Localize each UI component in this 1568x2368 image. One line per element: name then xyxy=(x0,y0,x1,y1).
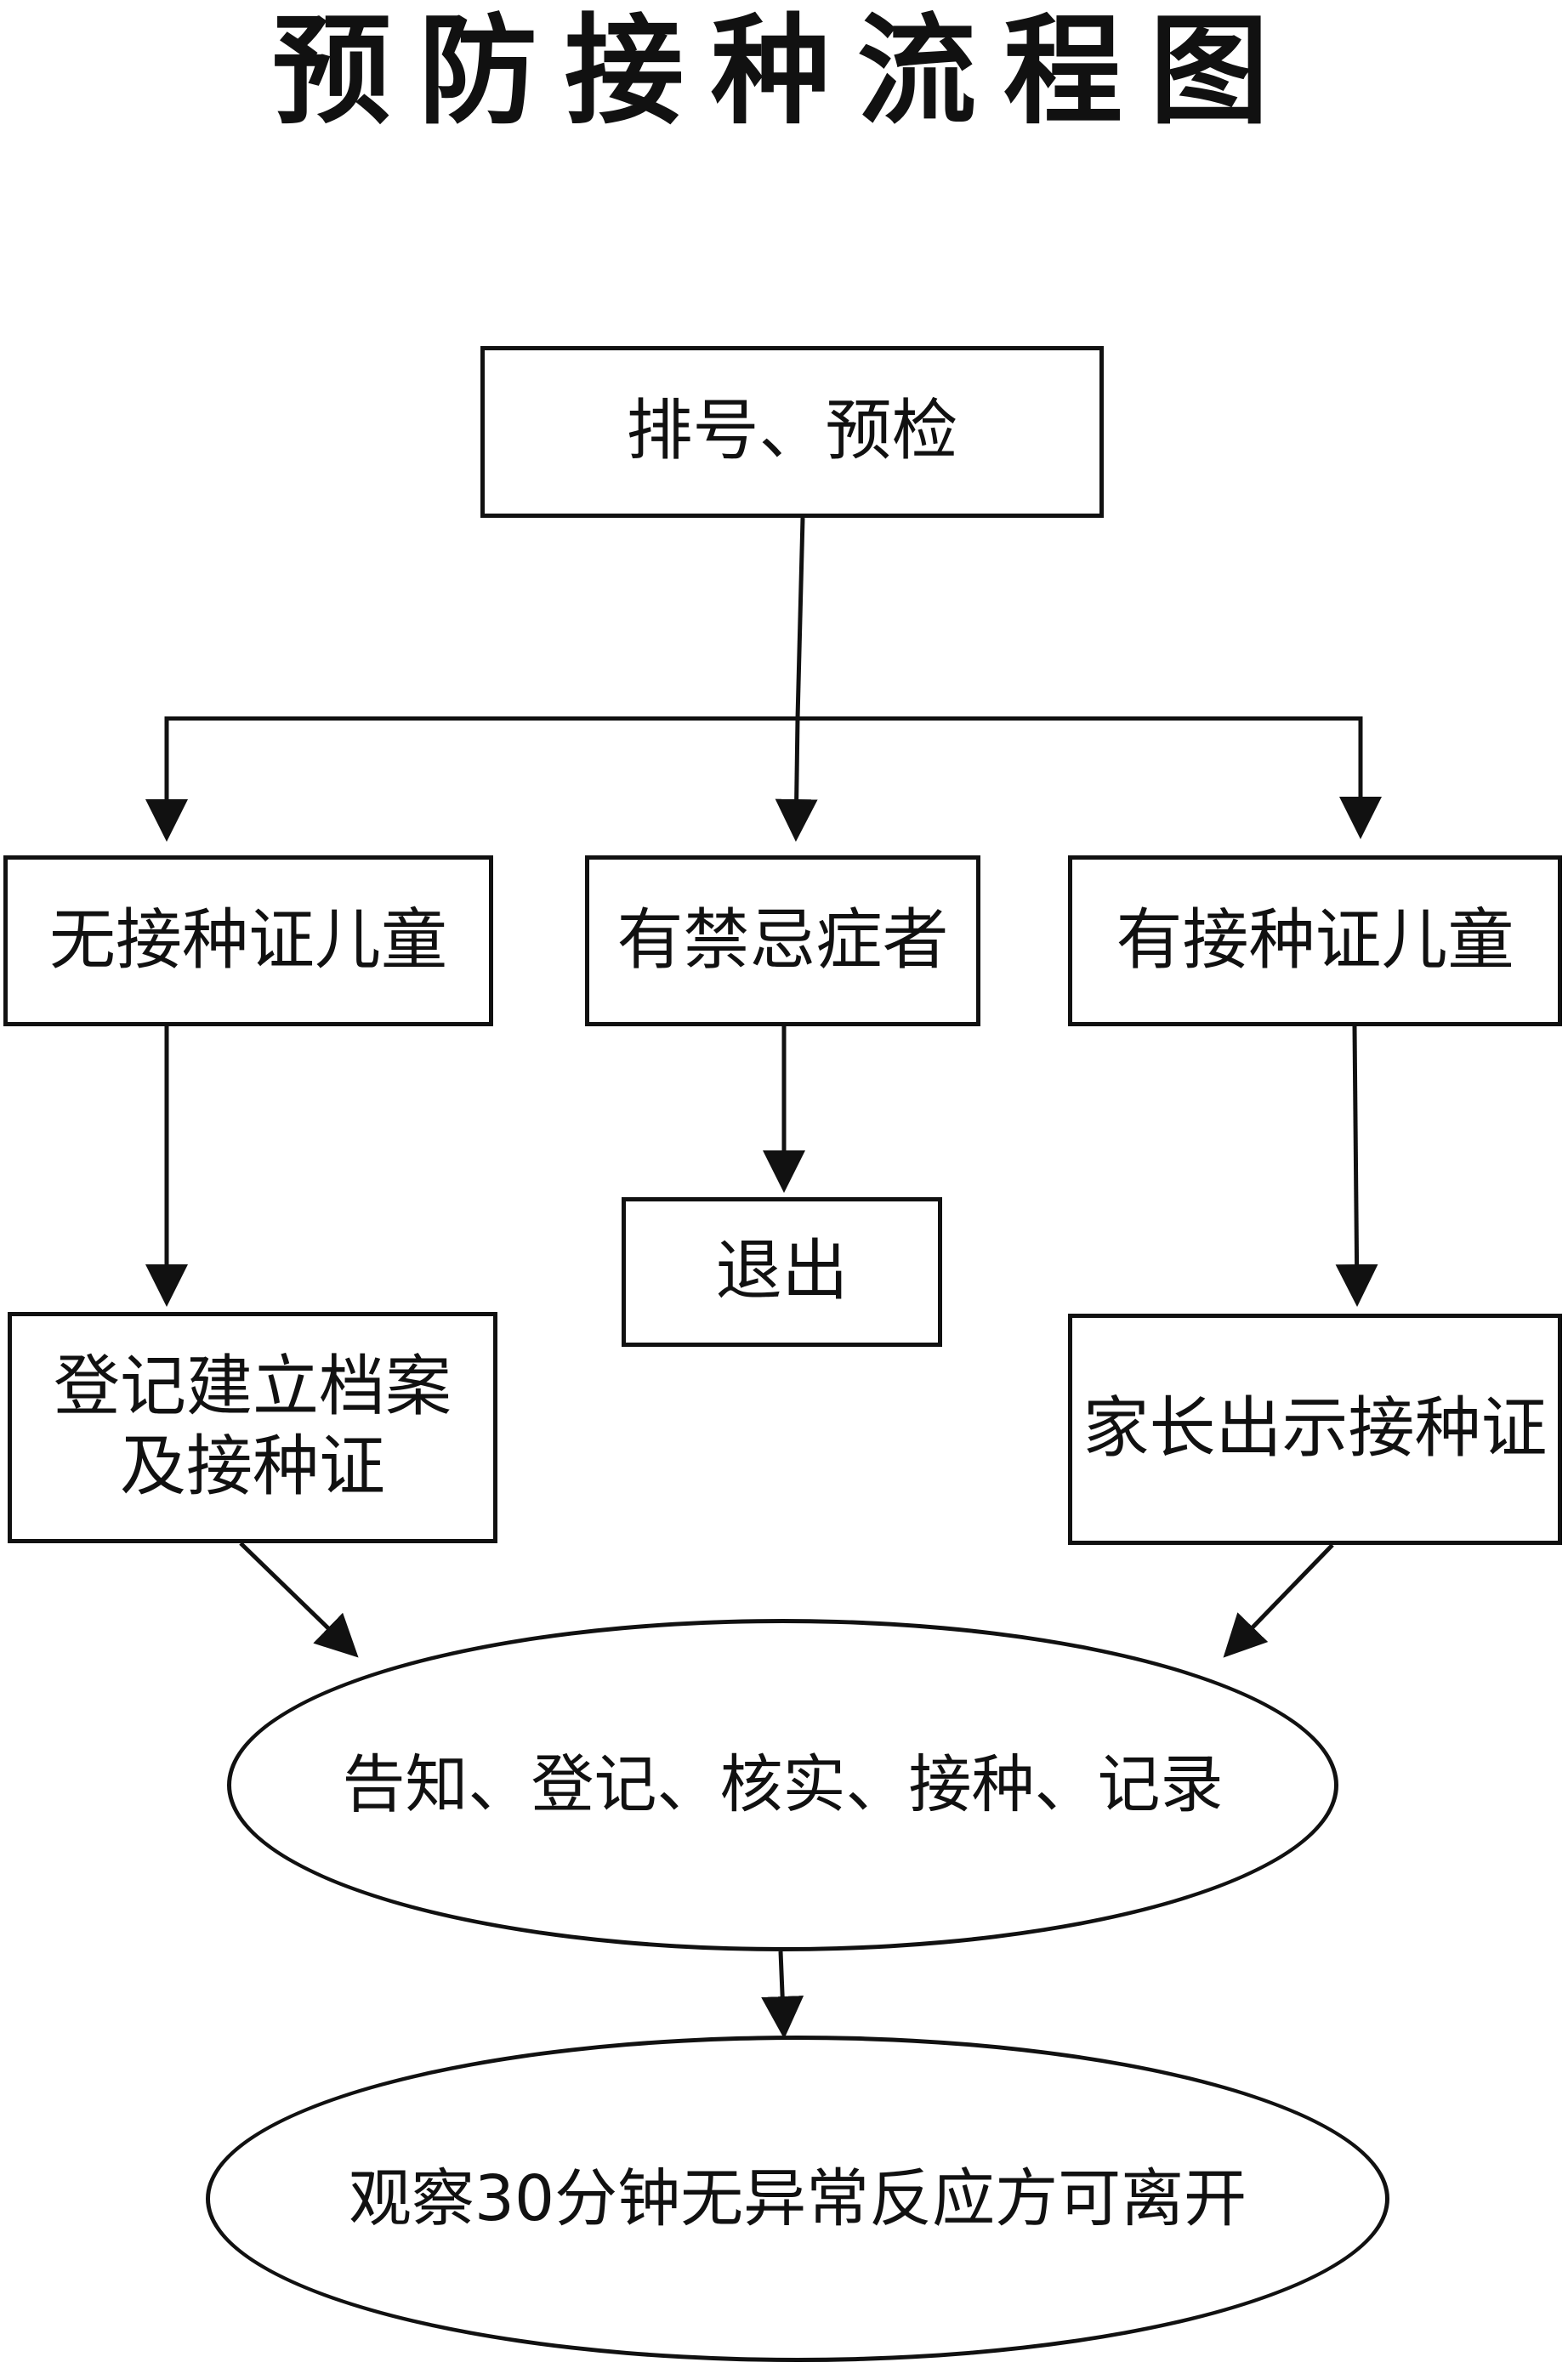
connector-split-line xyxy=(164,716,1382,839)
node-no-cert-child: 无接种证儿童 xyxy=(3,855,493,1026)
node-parent-show-cert: 家长出示接种证 xyxy=(1068,1314,1562,1545)
connector-top-stem xyxy=(795,517,805,719)
connector-left-diagonal xyxy=(239,1542,359,1658)
connector-center-branch xyxy=(775,718,818,842)
connector-ellipse-down xyxy=(761,1951,804,2039)
node-has-cert-child: 有接种证儿童 xyxy=(1068,855,1562,1026)
node-exit: 退出 xyxy=(622,1197,942,1347)
node-contraindication: 有禁忌症者 xyxy=(585,855,980,1026)
node-observe-leave: 观察30分钟无异常反应方可离开 xyxy=(206,2036,1389,2362)
connector-right-down xyxy=(1335,1025,1378,1307)
connector-right-diagonal xyxy=(1223,1543,1334,1658)
node-inform-process: 告知、登记、核实、接种、记录 xyxy=(227,1619,1338,1951)
node-queue-precheck: 排号、预检 xyxy=(480,346,1104,518)
node-register-create: 登记建立档案 及接种证 xyxy=(8,1312,497,1543)
